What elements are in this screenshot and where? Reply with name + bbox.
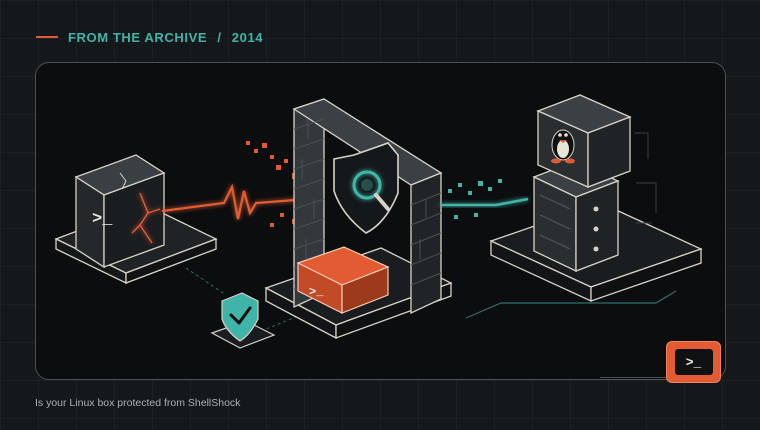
terminal-button-prompt: >_ [685, 354, 702, 370]
left-terminal-cube [54, 154, 218, 285]
tux-penguin-icon [551, 129, 575, 164]
terminal-button[interactable]: >_ [666, 341, 721, 383]
illustration-frame: >_ [35, 62, 726, 380]
shield-magnifier-icon [333, 142, 399, 234]
teal-data-flow [441, 179, 529, 219]
terminal-icon: >_ [674, 349, 713, 375]
kicker-year: 2014 [231, 29, 264, 45]
small-terminal-prompt: >_ [309, 285, 324, 299]
server-connector-line [465, 290, 677, 319]
linux-server-tower [489, 94, 703, 303]
kicker-source: FROM THE ARCHIVE [68, 29, 208, 45]
page-caption: Is your Linux box protected from ShellSh… [35, 397, 241, 409]
kicker-separator: / [217, 29, 222, 45]
kicker-label: FROM THE ARCHIVE / 2014 [68, 30, 263, 45]
left-terminal-prompt: >_ [92, 210, 113, 229]
frame-bottom-accent [600, 377, 668, 379]
attack-beam [161, 183, 309, 220]
protected-check-shield-icon [210, 292, 276, 349]
archive-kicker: FROM THE ARCHIVE / 2014 [36, 28, 263, 46]
small-terminal-box [296, 246, 390, 314]
shellshock-illustration: >_ [54, 94, 703, 349]
kicker-dash [36, 36, 58, 38]
